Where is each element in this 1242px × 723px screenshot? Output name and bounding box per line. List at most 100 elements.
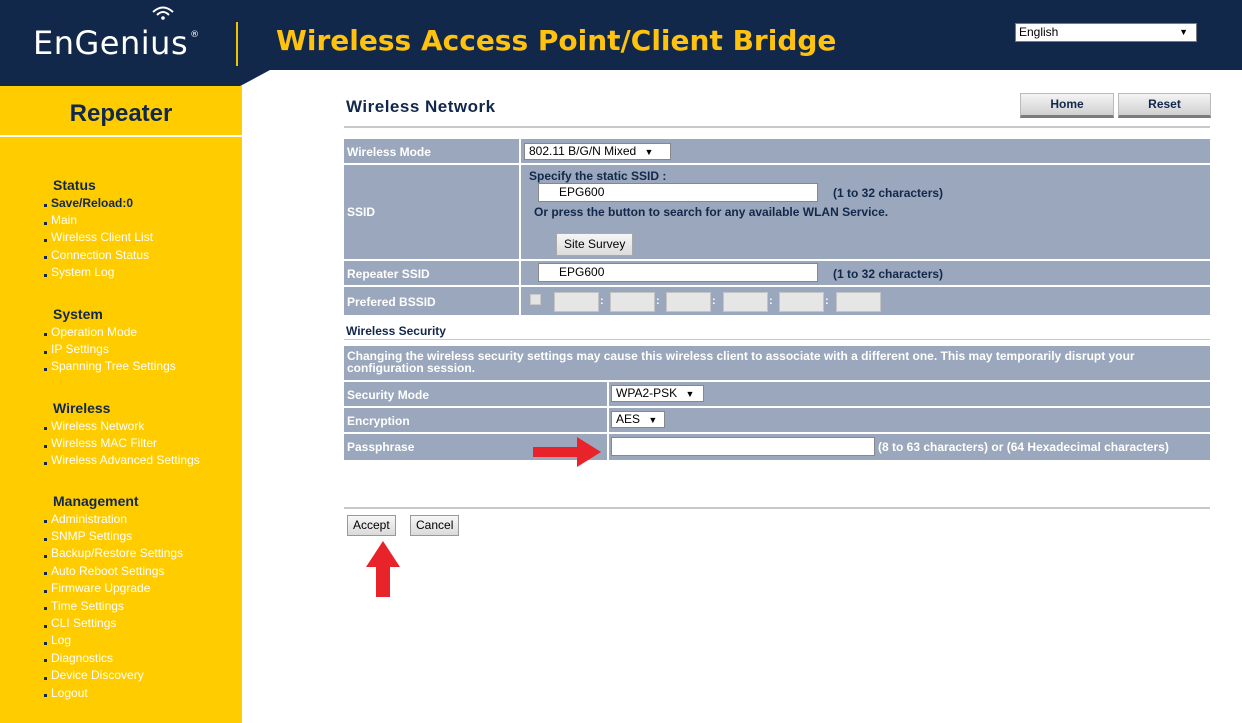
bssid-colon: : <box>600 295 604 307</box>
bullet-icon <box>44 461 47 465</box>
bullet-icon <box>44 694 47 698</box>
sidebar-item-logout[interactable]: Logout <box>0 684 242 701</box>
security-warning-text: Changing the wireless security settings … <box>347 349 1135 375</box>
bssid-colon: : <box>712 295 716 307</box>
sidebar-item-backup-restore-settings[interactable]: Backup/Restore Settings <box>0 545 242 562</box>
sidebar-item-label: Main <box>51 213 78 228</box>
nav-section-management: Management Administration SNMP Settings … <box>0 492 242 701</box>
sidebar-item-save-reload[interactable]: Save/Reload:0 <box>0 194 242 211</box>
ssid-or-text: Or press the button to search for any av… <box>534 205 889 219</box>
sidebar-item-label: Backup/Restore Settings <box>51 546 184 561</box>
sidebar-item-label: Time Settings <box>51 598 124 613</box>
sidebar-item-wireless-network[interactable]: Wireless Network <box>0 417 242 434</box>
repeater-ssid-input[interactable]: EPG600 <box>538 263 818 282</box>
sidebar-item-label: Operation Mode <box>51 324 138 339</box>
column-divider <box>519 165 521 259</box>
annotation-arrow-right-icon <box>533 437 601 467</box>
bssid-octet-1-input[interactable] <box>554 292 599 312</box>
sidebar-item-wireless-mac-filter[interactable]: Wireless MAC Filter <box>0 434 242 451</box>
sidebar-item-operation-mode[interactable]: Operation Mode <box>0 323 242 340</box>
product-title: Wireless Access Point/Client Bridge <box>276 24 837 57</box>
dropdown-arrow-icon: ▼ <box>648 415 658 425</box>
home-button[interactable]: Home <box>1020 93 1114 118</box>
sidebar-item-diagnostics[interactable]: Diagnostics <box>0 649 242 666</box>
bssid-octet-4-input[interactable] <box>723 292 768 312</box>
language-select[interactable]: English ▼ <box>1015 23 1197 42</box>
sidebar-item-label: Wireless Client List <box>51 230 154 245</box>
sidebar-item-time-settings[interactable]: Time Settings <box>0 597 242 614</box>
accept-button[interactable]: Accept <box>347 515 396 536</box>
sidebar-item-firmware-upgrade[interactable]: Firmware Upgrade <box>0 580 242 597</box>
ssid-specify-text: Specify the static SSID : <box>529 169 667 183</box>
table-row-security-warning: Changing the wireless security settings … <box>344 346 1210 380</box>
bullet-icon <box>44 589 47 593</box>
sidebar-item-auto-reboot-settings[interactable]: Auto Reboot Settings <box>0 562 242 579</box>
nav-heading-status: Status <box>53 177 96 193</box>
ssid-length-hint: (1 to 32 characters) <box>833 186 944 200</box>
wireless-mode-value: 802.11 B/G/N Mixed <box>529 144 637 158</box>
column-divider <box>607 434 609 460</box>
sidebar-item-label: Diagnostics <box>51 650 114 665</box>
wireless-mode-label: Wireless Mode <box>347 145 431 159</box>
bullet-icon <box>44 607 47 611</box>
sidebar-item-label: Firmware Upgrade <box>51 581 151 596</box>
sidebar-item-label: Wireless MAC Filter <box>51 436 158 451</box>
column-divider <box>607 408 609 432</box>
bullet-icon <box>44 554 47 558</box>
bssid-octet-3-input[interactable] <box>666 292 711 312</box>
cancel-button[interactable]: Cancel <box>410 515 460 536</box>
sidebar-item-connection-status[interactable]: Connection Status <box>0 246 242 263</box>
sidebar-item-label: CLI Settings <box>51 616 117 631</box>
security-mode-select[interactable]: WPA2-PSK ▼ <box>611 385 704 402</box>
table-row-passphrase: Passphrase (8 to 63 characters) or (64 H… <box>344 434 1210 460</box>
sidebar-item-wireless-client-list[interactable]: Wireless Client List <box>0 229 242 246</box>
bssid-octet-6-input[interactable] <box>836 292 881 312</box>
dropdown-arrow-icon: ▼ <box>1179 27 1188 37</box>
table-row-preferred-bssid: Prefered BSSID : : : : : <box>344 287 1210 315</box>
table-row-ssid: SSID Specify the static SSID : EPG600 (1… <box>344 165 1210 259</box>
security-divider <box>344 339 1210 340</box>
bullet-icon <box>44 273 47 277</box>
wifi-icon <box>152 6 174 20</box>
bssid-colon: : <box>769 295 773 307</box>
nav-heading-system: System <box>53 306 103 322</box>
language-value: English <box>1019 25 1059 39</box>
sidebar-item-label: Log <box>51 633 72 648</box>
repeater-ssid-label: Repeater SSID <box>347 267 430 281</box>
bullet-icon <box>44 676 47 680</box>
column-divider <box>519 287 521 315</box>
sidebar-item-administration[interactable]: Administration <box>0 510 242 527</box>
preferred-bssid-checkbox[interactable] <box>530 294 541 305</box>
dropdown-arrow-icon: ▼ <box>644 147 654 157</box>
annotation-arrow-up-icon <box>366 541 400 597</box>
encryption-select[interactable]: AES ▼ <box>611 411 665 428</box>
bssid-octet-5-input[interactable] <box>779 292 824 312</box>
header-bar: EnGenius ® Wireless Access Point/Client … <box>0 0 1242 70</box>
bullet-icon <box>44 350 47 354</box>
sidebar-item-label: Device Discovery <box>51 668 144 683</box>
sidebar-item-main[interactable]: Main <box>0 211 242 228</box>
ssid-label: SSID <box>347 205 376 219</box>
bottom-divider <box>344 507 1210 509</box>
sidebar-item-cli-settings[interactable]: CLI Settings <box>0 614 242 631</box>
sidebar-item-wireless-advanced-settings[interactable]: Wireless Advanced Settings <box>0 452 242 469</box>
site-survey-button[interactable]: Site Survey <box>556 233 634 256</box>
bullet-icon <box>44 204 47 208</box>
wireless-security-table: Changing the wireless security settings … <box>344 346 1210 460</box>
bullet-icon <box>44 256 47 260</box>
sidebar-item-system-log[interactable]: System Log <box>0 264 242 281</box>
sidebar-item-log[interactable]: Log <box>0 632 242 649</box>
sidebar-item-ip-settings[interactable]: IP Settings <box>0 340 242 357</box>
sidebar-item-snmp-settings[interactable]: SNMP Settings <box>0 527 242 544</box>
sidebar-item-device-discovery[interactable]: Device Discovery <box>0 667 242 684</box>
ssid-input[interactable]: EPG600 <box>538 183 818 202</box>
column-divider <box>519 261 521 285</box>
sidebar-item-label: Logout <box>51 685 88 700</box>
bssid-octet-2-input[interactable] <box>610 292 655 312</box>
bullet-icon <box>44 520 47 524</box>
reset-button[interactable]: Reset <box>1118 93 1211 118</box>
passphrase-input[interactable] <box>611 437 875 456</box>
sidebar-item-spanning-tree-settings[interactable]: Spanning Tree Settings <box>0 358 242 375</box>
wireless-mode-select[interactable]: 802.11 B/G/N Mixed ▼ <box>524 143 671 160</box>
sidebar-item-label: Spanning Tree Settings <box>51 359 176 374</box>
